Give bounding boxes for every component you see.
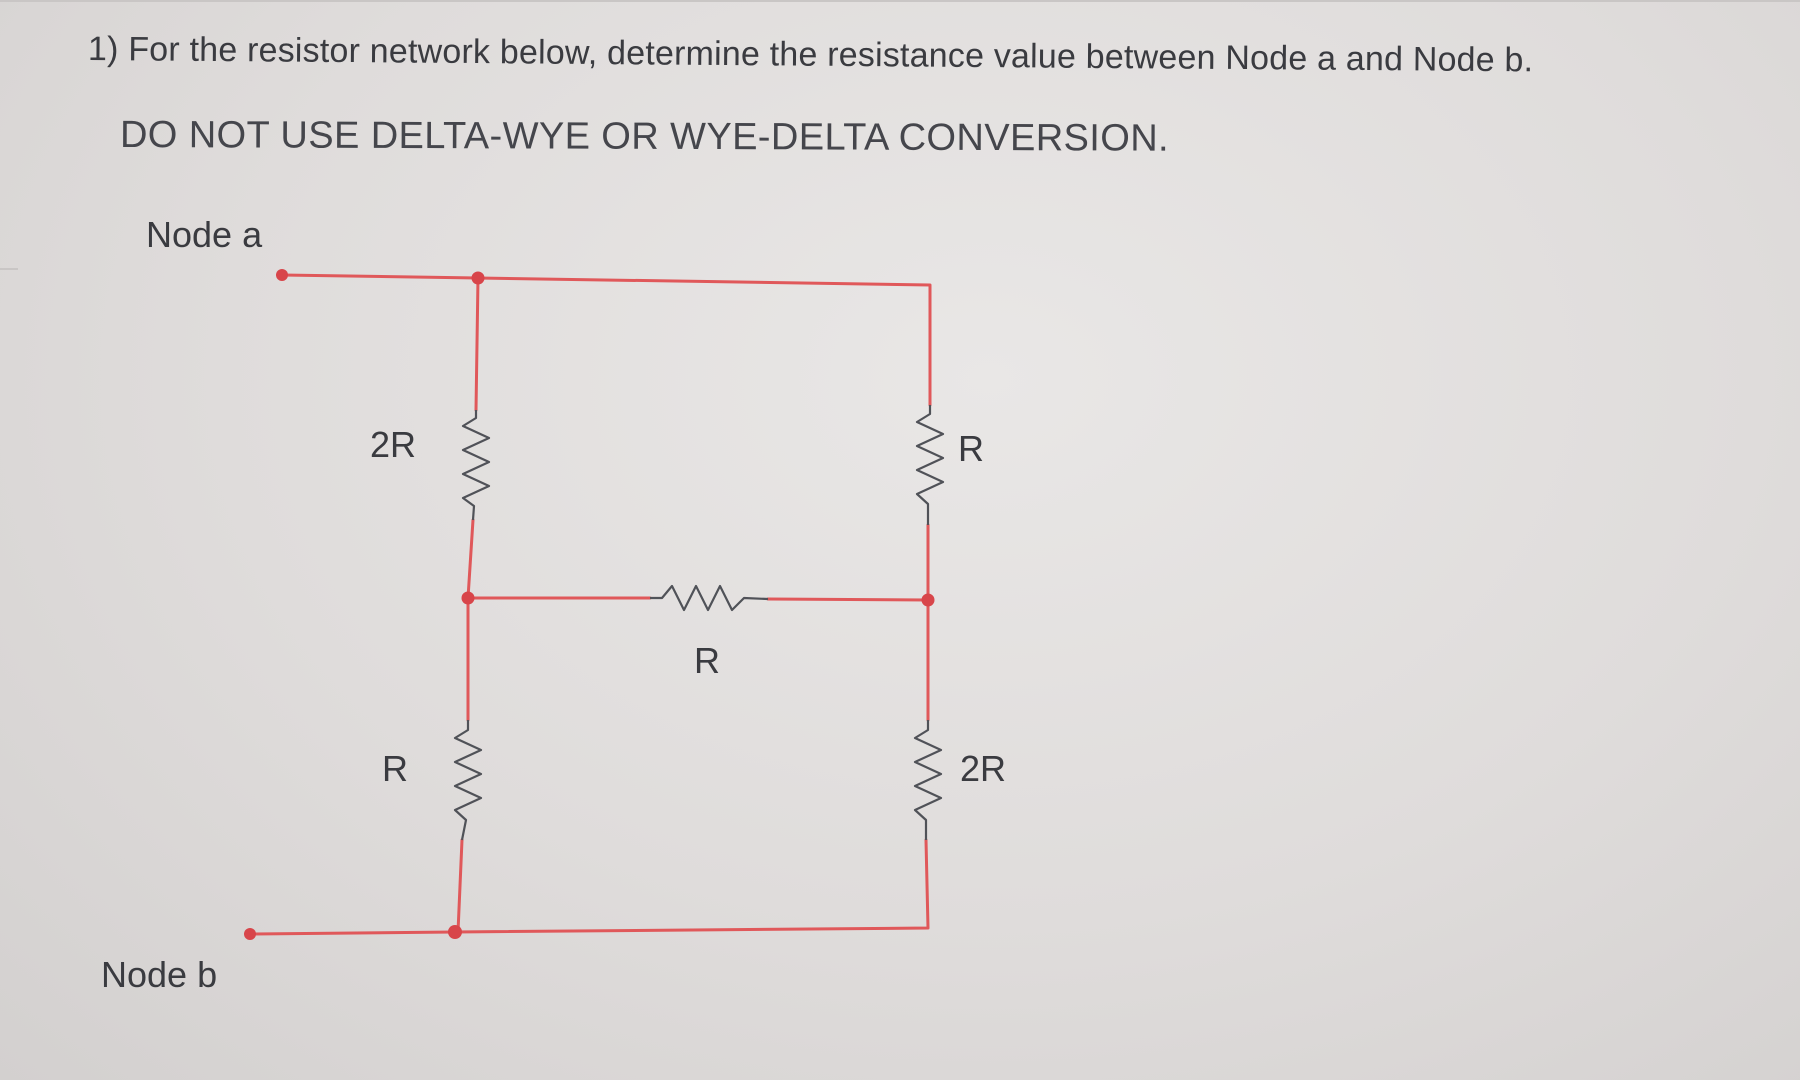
resistor-right-top [915, 405, 945, 525]
resistor-right-top-label: R [958, 428, 984, 469]
resistor-left-top-label: 2R [370, 424, 417, 465]
wire-middle-right [766, 597, 930, 602]
top-edge [0, 0, 1800, 2]
junction-middle-left [461, 591, 475, 605]
junction-top-left [471, 271, 485, 285]
margin-mark [0, 268, 18, 270]
wire-right-bottom [453, 838, 930, 934]
resistor-right-bottom [913, 720, 943, 840]
junction-middle-right [921, 593, 935, 607]
wire-left-mid [466, 518, 475, 722]
resistor-left-bottom [453, 720, 483, 841]
resistor-middle [650, 584, 769, 612]
node-b-terminal [244, 928, 256, 940]
wire-bottom [248, 930, 457, 936]
node-b-label: Node b [101, 954, 218, 995]
wire-top [280, 273, 932, 407]
node-a-terminal [276, 269, 288, 281]
node-a-label: Node a [146, 214, 263, 255]
resistor-right-bottom-label: 2R [960, 748, 1007, 789]
resistor-left-bottom-label: R [382, 748, 408, 789]
wire-left-bottom [456, 838, 464, 934]
resistor-middle-label: R [694, 640, 720, 681]
wire-left-upper [474, 276, 480, 412]
junction-bottom-left [448, 925, 462, 939]
resistor-left-top [461, 410, 491, 521]
